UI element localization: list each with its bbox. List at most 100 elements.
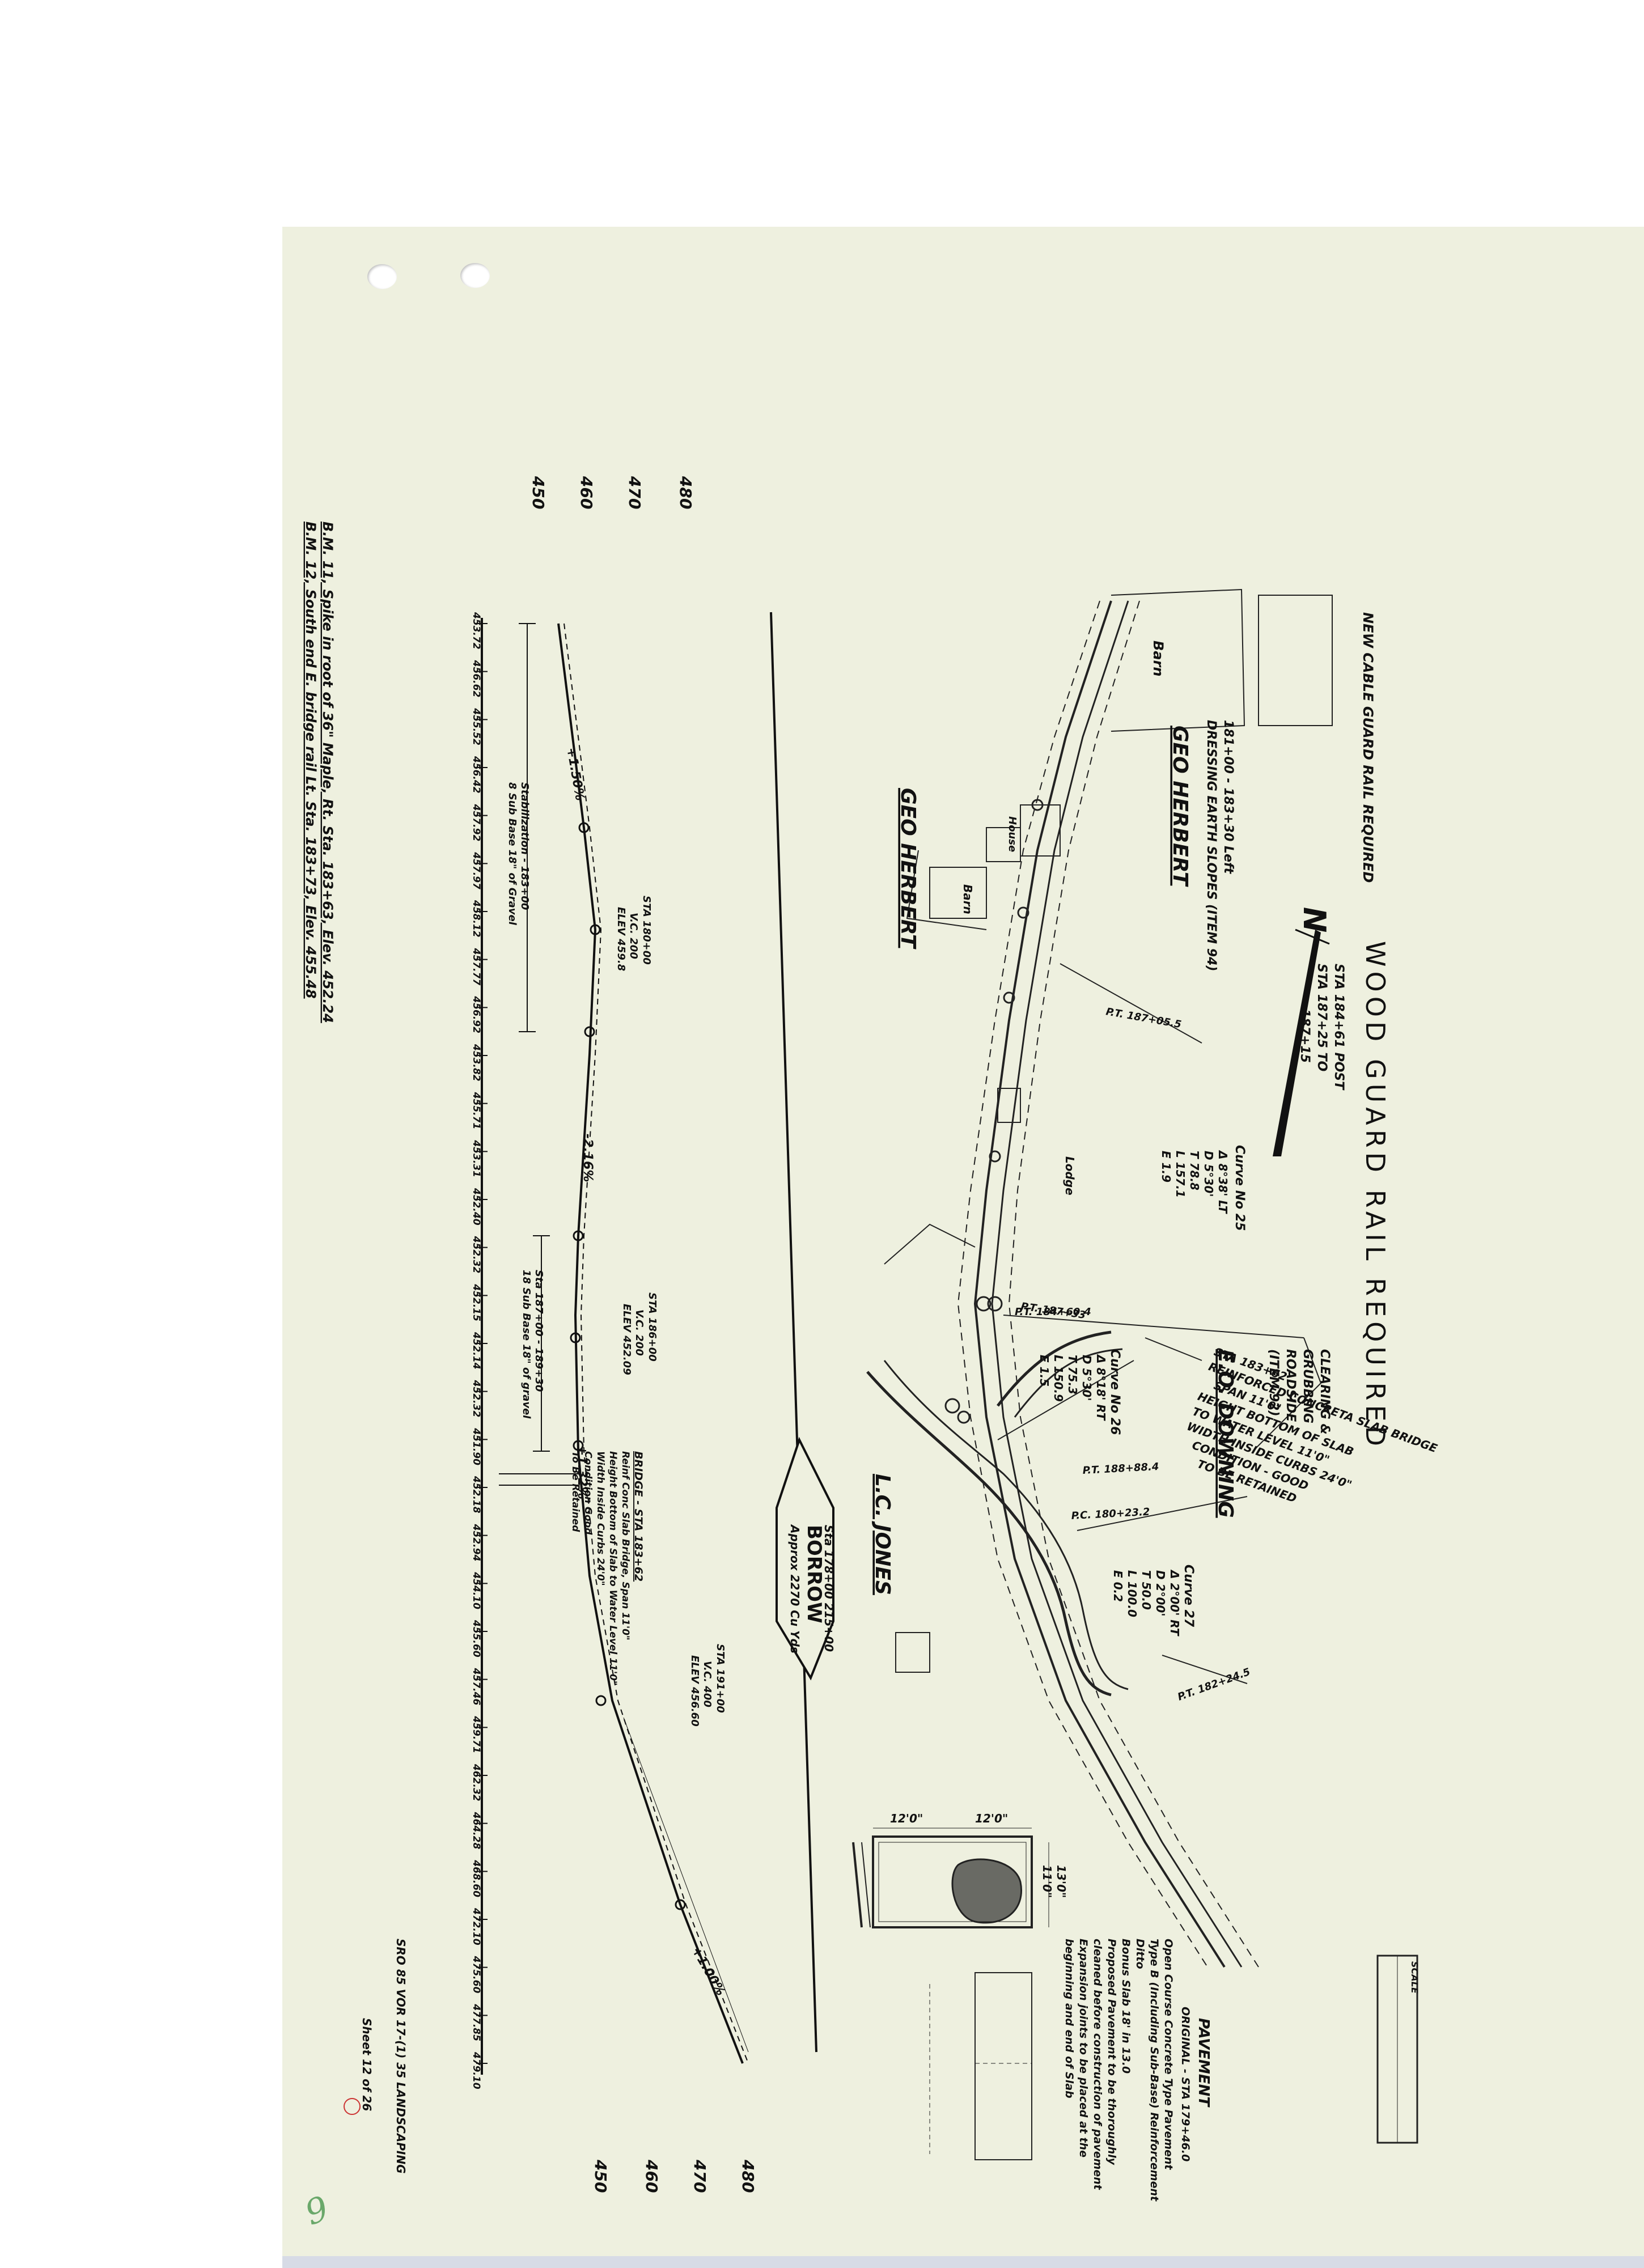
elevation-table-value: 464.28 (471, 1812, 482, 1850)
curve27-l: L 100.0 (1125, 1570, 1139, 1617)
pavement-line-8: Expansion joints to be placed at the (1077, 1939, 1090, 2157)
owner-eo-downing: E.O. DOWNING (1214, 1349, 1237, 1518)
borrow-line-3: Approx 2270 Cu Yds (788, 1524, 802, 1654)
elevation-table-value: 452.15 (471, 1283, 482, 1321)
vc3-sta: STA 191+00 (714, 1644, 726, 1713)
grade-3: +1.32% (575, 1445, 589, 1499)
borrow-line-2: BORROW (803, 1525, 825, 1623)
point-label-1: P.T. 187+05.5 (1105, 1006, 1182, 1031)
sheet-number: Sheet 12 of 26 (360, 2018, 374, 2111)
vc1-sta: STA 180+00 (641, 896, 652, 965)
borrow-marker: Sta 178+00 215+00 BORROW Approx 2270 Cu … (770, 612, 836, 2053)
elevation-table-value: 452.18 (471, 1476, 482, 1514)
note-clearing-2: GRUBBING (1300, 1349, 1315, 1423)
elevation-table: 453.72456.62455.52456.42457.92457.97458.… (471, 612, 488, 2089)
elevation-table-value: 457.97 (471, 851, 482, 889)
stabilization-notes: Stabilization - 183+00 8 Sub Base 18" of… (506, 782, 545, 1419)
curve25-title: Curve No 25 (1232, 1145, 1247, 1231)
vc2-elev: ELEV 452.09 (621, 1304, 633, 1375)
bp-line-6: To Be Retained (570, 1451, 581, 1532)
drawing-title: WOOD GUARD RAIL REQUIRED (1360, 941, 1391, 1451)
pavement-line-2: Open Course Concrete Type Pavement (1162, 1939, 1175, 2170)
elev-left-460: 460 (577, 476, 596, 509)
dim-width-left: 12'0" (890, 1812, 923, 1825)
curve-data: Curve No 25 Δ 8°38' LT D 5°30' T 78.8 L … (1037, 1145, 1247, 1637)
page-number: 9 (300, 2189, 334, 2233)
building-label-barn: Barn (1150, 641, 1166, 676)
elevation-table-value: 457.46 (471, 1668, 482, 1706)
elevation-table-value: 455.71 (471, 1092, 482, 1130)
pavement-line-7: cleaned before construction of pavement (1091, 1939, 1104, 2190)
note-clearing-1: CLEARING & (1317, 1349, 1332, 1435)
elevation-table-value: 458.12 (471, 900, 482, 938)
curve26-t: T 75.3 (1066, 1355, 1079, 1394)
elevation-table-value: 459.71 (471, 1715, 482, 1753)
vertical-curve-notes: STA 180+00 V.C. 200 ELEV 459.8 STA 186+0… (615, 896, 726, 1727)
elev-right-460: 460 (642, 2159, 661, 2193)
pavement-title: PAVEMENT (1195, 2018, 1212, 2108)
elevation-table-value: 468.60 (471, 1859, 482, 1897)
point-label-5: P.T. 184+60.4 (1015, 1306, 1091, 1318)
title-line-1: STA 184+61 POST (1332, 964, 1346, 1091)
curve26-delta: Δ 8°18' RT (1094, 1354, 1108, 1421)
elevation-table-value: 457.92 (471, 804, 482, 842)
owner-geo-herbert-1: GEO HERBERT (1168, 726, 1192, 887)
dim-height-bottom: 11'0" (1040, 1865, 1054, 1898)
guard-rail-notes: NEW CABLE GUARD RAIL REQUIRED 181+00 - 1… (1204, 612, 1376, 1435)
elevation-table-value: 472.10 (471, 1907, 482, 1945)
elevation-table-value: 479.10 (471, 2051, 482, 2089)
building-house (986, 827, 1021, 862)
building-label-lodge: Lodge (1063, 1156, 1077, 1196)
punch-hole-right (460, 263, 490, 288)
elevation-table-value: 453.82 (471, 1044, 482, 1082)
bp-line-5: Condition Good (582, 1451, 594, 1535)
note-clearing-3: ROADSIDE (1283, 1349, 1298, 1422)
grade-2: -2.16% (581, 1134, 595, 1182)
curve25-d: D 5°30' (1202, 1151, 1215, 1197)
point-label-3: P.T. 188+88.4 (1082, 1461, 1159, 1477)
borrow-pit-dims: 12'0" 12'0" 13'0" 11'0" SCALE (890, 1812, 1420, 1994)
pavement-line-1: ORIGINAL - STA 179+46.0 (1179, 2007, 1192, 2161)
sheet-circle-mark (344, 2098, 361, 2115)
benchmark-11: B.M. 11, Spike in root of 36" Maple, Rt.… (320, 522, 336, 1023)
curve26-e: E 1.5 (1037, 1355, 1051, 1387)
note-clearing-4: (ITEM 92) (1266, 1349, 1281, 1417)
north-arrow-label: N (1296, 907, 1332, 932)
elevation-table-value: 453.72 (471, 612, 482, 650)
profile-view (481, 618, 749, 2075)
curve25-delta: Δ 8°38' LT (1216, 1150, 1230, 1214)
elev-right-470: 470 (690, 2159, 709, 2193)
curve25-t: T 78.8 (1188, 1151, 1201, 1190)
elevation-table-value: 456.42 (471, 756, 482, 794)
point-label-4: P.C. 180+23.2 (1071, 1506, 1150, 1522)
vc2-sta: STA 186+00 (646, 1292, 658, 1362)
note-range: 181+00 - 183+30 Left (1221, 720, 1235, 875)
curve25-l: L 157.1 (1173, 1151, 1187, 1198)
borrow-line-1: Sta 178+00 215+00 (822, 1525, 836, 1652)
elev-right-450: 450 (591, 2159, 610, 2193)
pavement-line-4: Ditto (1134, 1939, 1146, 1969)
point-label-6: P.T. 182+24.5 (1176, 1666, 1252, 1703)
pavement-line-6: Proposed Pavement to be thoroughly (1105, 1939, 1118, 2166)
elevation-table-value: 462.32 (471, 1763, 482, 1801)
vc3-elev: ELEV 456.60 (689, 1655, 701, 1727)
curve27-title: Curve 27 (1181, 1565, 1196, 1627)
elevation-table-value: 451.90 (471, 1427, 482, 1465)
title-line-2: STA 187+25 TO (1315, 964, 1329, 1071)
vc2-len: V.C. 200 (633, 1309, 645, 1356)
building-house-2 (895, 1632, 930, 1673)
dim-width-right: 12'0" (975, 1812, 1008, 1825)
elev-right-480: 480 (739, 2159, 757, 2193)
stab2-line1: Sta 187+00 - 189+30 (533, 1270, 545, 1392)
title-block: WOOD GUARD RAIL REQUIRED STA 184+61 POST… (1298, 941, 1391, 1451)
elevation-table-value: 453.31 (471, 1139, 482, 1177)
elevation-table-value: 452.40 (471, 1188, 482, 1226)
elevation-table-value: 452.32 (471, 1380, 482, 1418)
building-label-house: House (1006, 816, 1018, 852)
bp-line-4: Width Inside Curbs 24'0" (595, 1451, 606, 1586)
curve27-t: T 50.0 (1139, 1570, 1153, 1610)
elevation-table-value: 457.77 (471, 948, 482, 986)
elev-left-470: 470 (625, 476, 644, 509)
bp-line-2: Reinf Conc Slab Bridge, Span 11'0" (620, 1451, 631, 1640)
